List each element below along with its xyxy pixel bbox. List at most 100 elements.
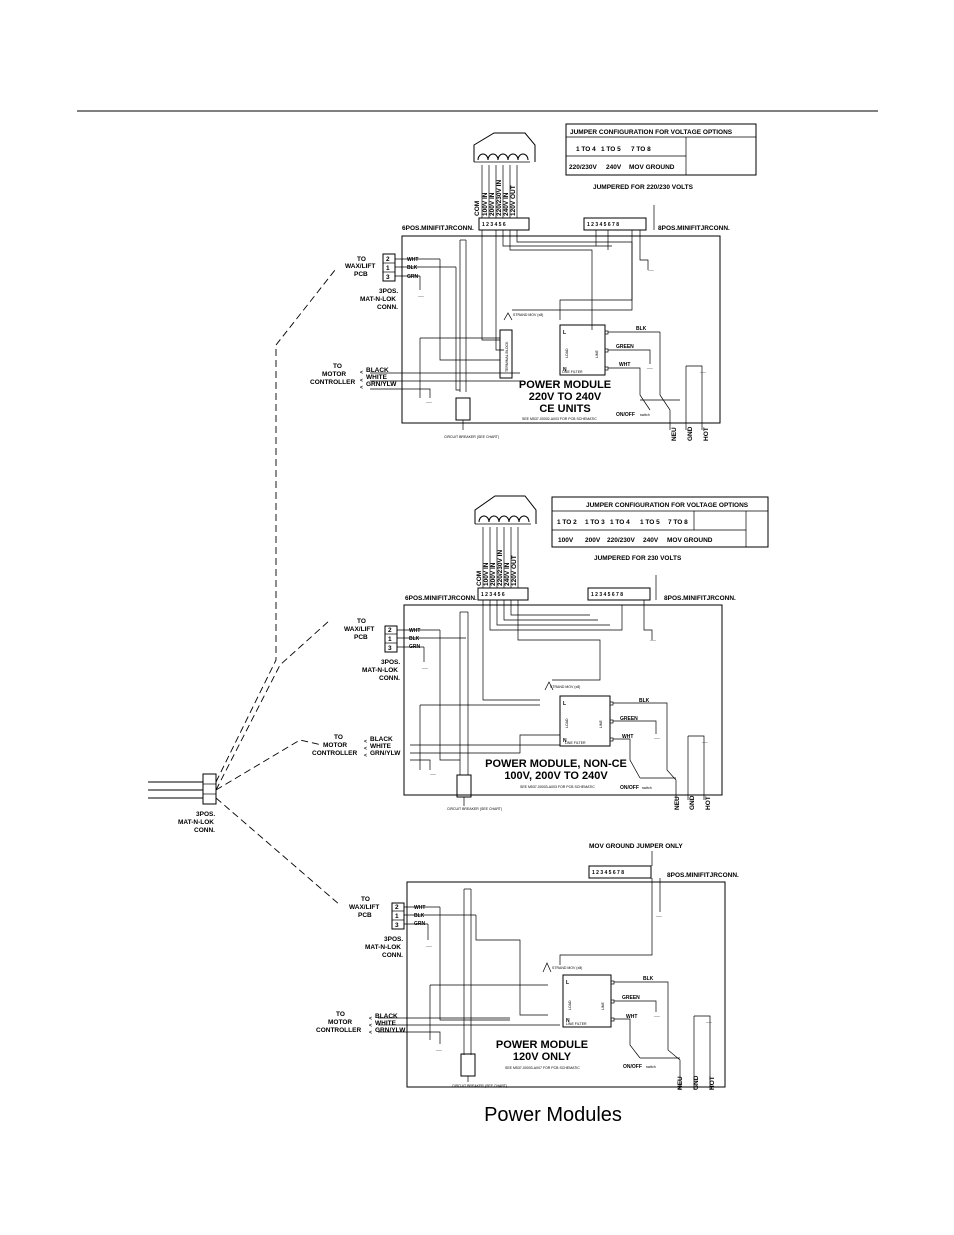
svg-text:N: N <box>563 738 567 744</box>
svg-text:COM: COM <box>474 201 481 216</box>
svg-text:MAT-N-LOK: MAT-N-LOK <box>362 667 398 674</box>
svg-text:GND: GND <box>693 1075 700 1090</box>
connector-6pos-label: 6POS.MINIFITJRCONN. <box>405 595 477 602</box>
svg-text:LOAD: LOAD <box>565 348 569 358</box>
svg-text:WHT: WHT <box>409 628 420 634</box>
svg-text:CIRCUIT BREAKER (SEE CHART): CIRCUIT BREAKER (SEE CHART) <box>452 1084 507 1088</box>
transformer-coil <box>474 495 537 588</box>
svg-text:___: ___ <box>655 913 662 917</box>
svg-text:MAT-N-LOK: MAT-N-LOK <box>178 819 214 826</box>
svg-text:120V OUT: 120V OUT <box>511 555 518 586</box>
jumper-table-title: JUMPER CONFIGURATION FOR VOLTAGE OPTIONS <box>570 129 733 136</box>
svg-text:TO: TO <box>357 618 366 625</box>
svg-text:<: < <box>369 1030 372 1036</box>
motor-connection: TO MOTOR CONTROLLER BLACK WHITE GRN/YLW … <box>310 363 397 391</box>
circuit-breaker: CIRCUIT BREAKER (SEE CHART) <box>447 774 502 811</box>
svg-text:GREEN: GREEN <box>622 995 640 1001</box>
svg-text:CONN.: CONN. <box>382 952 403 959</box>
power-outputs: NEU GND HOT <box>671 426 710 441</box>
svg-text:CONN.: CONN. <box>379 675 400 682</box>
svg-text:MOV GROUND: MOV GROUND <box>629 164 675 171</box>
svg-text:CONTROLLER: CONTROLLER <box>316 1027 361 1034</box>
pcb-connector: 2 1 3 TO WAX/LIFT PCB 3POS. MAT-N-LOK CO… <box>344 618 466 682</box>
svg-text:___: ___ <box>701 739 708 743</box>
svg-text:3POS.: 3POS. <box>384 936 403 943</box>
svg-text:___: ___ <box>425 943 432 947</box>
svg-text:BLK: BLK <box>643 976 654 982</box>
svg-text:___: ___ <box>699 369 706 373</box>
svg-text:L: L <box>563 701 566 707</box>
svg-text:HOT: HOT <box>709 1076 716 1090</box>
svg-text:MAT-N-LOK: MAT-N-LOK <box>360 296 396 303</box>
svg-text:BLK: BLK <box>409 636 420 642</box>
svg-text:<: < <box>360 378 363 384</box>
jumper-table: JUMPER CONFIGURATION FOR VOLTAGE OPTIONS… <box>565 123 757 176</box>
svg-text:<: < <box>369 1023 372 1029</box>
svg-text:BLACK: BLACK <box>375 1013 398 1020</box>
svg-text:TO: TO <box>357 256 366 263</box>
svg-text:NEU: NEU <box>671 427 678 441</box>
svg-text:GRN/YLW: GRN/YLW <box>366 381 397 388</box>
svg-text:PCB: PCB <box>354 271 368 278</box>
transformer-coil <box>473 132 536 218</box>
svg-text:___: ___ <box>429 771 436 775</box>
svg-text:N: N <box>566 1018 570 1024</box>
svg-text:LINE: LINE <box>599 720 603 728</box>
svg-text:NEU: NEU <box>674 796 681 810</box>
svg-text:<: < <box>360 370 363 376</box>
svg-text:ON/OFF: ON/OFF <box>623 1064 642 1070</box>
mov-strand: STRAND MOV (x8) <box>544 681 580 691</box>
svg-text:GRN/YLW: GRN/YLW <box>375 1027 406 1034</box>
svg-text:240V IN: 240V IN <box>503 192 510 216</box>
svg-text:CONTROLLER: CONTROLLER <box>310 379 355 386</box>
svg-text:TO: TO <box>334 734 343 741</box>
svg-text:220/230V: 220/230V <box>607 537 635 544</box>
svg-text:___: ___ <box>425 399 432 403</box>
svg-text:<: < <box>369 1016 372 1022</box>
svg-text:CONTROLLER: CONTROLLER <box>312 750 357 757</box>
svg-text:1 TO 3: 1 TO 3 <box>585 519 605 526</box>
svg-text:BLACK: BLACK <box>366 367 389 374</box>
svg-text:COM: COM <box>476 571 483 586</box>
module-non-ce: JUMPER CONFIGURATION FOR VOLTAGE OPTIONS… <box>312 495 769 811</box>
internal-wiring: ___ ___ <box>370 205 655 403</box>
jumpered-note: JUMPERED FOR 230 VOLTS <box>594 555 682 562</box>
svg-text:3: 3 <box>395 922 399 929</box>
svg-text:HOT: HOT <box>703 427 710 441</box>
svg-text:WHT: WHT <box>619 362 630 368</box>
svg-text:NEU: NEU <box>677 1076 684 1090</box>
svg-text:1 2 3 4 5 6 7 8: 1 2 3 4 5 6 7 8 <box>592 870 624 876</box>
svg-text:7 TO 8: 7 TO 8 <box>631 146 651 153</box>
svg-text:1 TO 4: 1 TO 4 <box>576 146 596 153</box>
svg-text:HOT: HOT <box>705 796 712 810</box>
svg-text:___: ___ <box>435 1047 442 1051</box>
svg-text:LINE: LINE <box>601 1002 605 1010</box>
svg-text:3POS.: 3POS. <box>381 659 400 666</box>
svg-text:TERMINAL BLOCK: TERMINAL BLOCK <box>505 341 509 372</box>
svg-text:MOTOR: MOTOR <box>323 742 347 749</box>
svg-text:MOV GROUND: MOV GROUND <box>667 537 713 544</box>
svg-text:GND: GND <box>689 795 696 810</box>
svg-text:<: < <box>364 746 367 752</box>
svg-text:WAX/LIFT: WAX/LIFT <box>349 904 379 911</box>
svg-text:WAX/LIFT: WAX/LIFT <box>345 263 375 270</box>
svg-text:2: 2 <box>386 256 390 263</box>
motor-connection: TO MOTOR CONTROLLER BLACK WHITE GRN/YLW … <box>312 734 401 759</box>
svg-text:1: 1 <box>395 913 399 920</box>
svg-text:100V, 200V TO 240V: 100V, 200V TO 240V <box>504 770 608 782</box>
connector-8pos-label: 8POS.MINIFITJRCONN. <box>664 595 736 602</box>
svg-text:SEE M537-00003-A003 FOR PCB SC: SEE M537-00003-A003 FOR PCB SCHEMATIC <box>520 785 595 789</box>
svg-text:switch: switch <box>646 1065 656 1069</box>
module-120v: MOV GROUND JUMPER ONLY 1 2 3 4 5 6 7 8 8… <box>316 843 739 1090</box>
svg-text:WHT: WHT <box>622 734 633 740</box>
svg-text:___: ___ <box>705 1019 712 1023</box>
svg-text:GRN/YLW: GRN/YLW <box>370 750 401 757</box>
svg-text:1 2 3 4 5 6: 1 2 3 4 5 6 <box>481 592 505 598</box>
module-title: POWER MODULE <box>519 379 611 391</box>
svg-text:GREEN: GREEN <box>620 716 638 722</box>
svg-text:LINE: LINE <box>595 350 599 358</box>
svg-text:STRAND MOV (x8): STRAND MOV (x8) <box>513 313 543 317</box>
module-enclosure <box>403 604 723 796</box>
internal-wiring: ___ ___ <box>378 878 662 1055</box>
